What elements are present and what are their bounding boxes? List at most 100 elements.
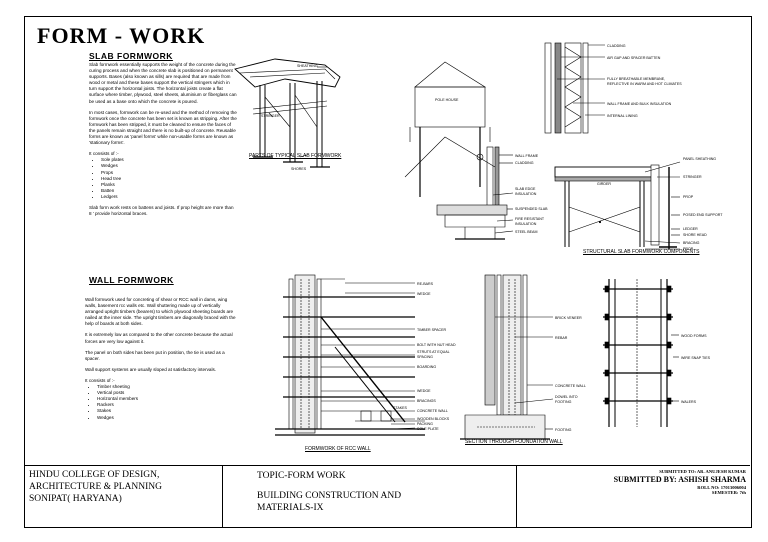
title-block: HINDU COLLEGE OF DESIGN, ARCHITECTURE & … [25,465,750,528]
label-cladding: CLADDING [607,44,626,48]
label-shore-head: SHORE HEAD [683,233,707,237]
wall-list-intro: It consists of :- [85,377,115,383]
label-struts-1: STRUTS AT EQUAL [417,350,450,354]
drawing-sheet: FORM - WORK SLAB FORMWORK Slab formwork … [24,16,752,528]
label-packing: PACKING [417,422,433,426]
label-timber-spacer: TIMBER SPACER [417,328,446,332]
list-item: Props [101,170,237,176]
topic-text: TOPIC-FORM WORK [257,471,346,481]
caption-rcc-wall: FORMWORK OF RCC WALL [305,446,371,452]
list-item: Batten [101,188,237,194]
slab-text: Slab formwork essentially supports the w… [89,62,237,222]
label-cladding-2: CLADDING [515,161,534,165]
label-girder: GIRDER [597,182,611,186]
slab-list-intro: It consists of :- [89,151,119,157]
rcc-wall-drawing [275,274,425,436]
slab-parts-drawing [234,58,341,168]
caption-foundation: SECTION THROUGH FOUNDATION WALL [465,439,563,445]
cladding-section-drawing [544,42,605,134]
label-suspended-slab: SUSPENDED SLAB [515,207,548,211]
list-item: Stakes [97,408,237,414]
slab-list: Sole plates Wedges Props Head tree Plank… [89,157,237,200]
college-line-2: ARCHITECTURE & PLANNING [29,482,162,492]
label-air-gap: AIR GAP AND SPACER BATTEN [607,56,661,60]
label-concrete-wall-2: CONCRETE WALL [555,384,586,388]
slab-para-2: In most cases, formwork can be re-used a… [89,109,237,146]
college-cell: HINDU COLLEGE OF DESIGN, ARCHITECTURE & … [25,466,223,528]
caption-slab-parts: PARTS OF TYPICAL SLAB FORMWORK [249,153,342,159]
label-struts-2: SPACING [417,355,433,359]
label-wood-forms: WOOD FORMS [681,334,707,338]
caption-structural: STRUCTURAL SLAB FORMWORK COMPONENTS [583,249,700,255]
label-shores: SHORES [291,167,307,171]
wall-para-2: It is extremely low as compared to the o… [85,332,233,344]
label-sole-plate: SOLE PLATE [417,427,439,431]
slab-edge-drawing [436,146,514,240]
label-stakes: STAKES [393,406,408,410]
label-fire-resistant-2: INSULATION [515,222,537,226]
roll-number: ROLL NO: 17013006004 [697,485,746,490]
drawings-canvas: SHEATHING STRINGER SHORES POLE HOUSE CLA [234,42,723,440]
label-stringer-2: STRINGER [683,175,702,179]
list-item: Wedges [101,163,237,169]
label-waler: WALERS [681,400,697,404]
wall-para-4: Wall support systems are usually sloped … [85,366,217,372]
submitted-by: SUBMITTED BY: ASHISH SHARMA [613,475,746,484]
label-wall-frame: WALL FRAME [515,154,539,158]
wall-text: Wall formwork used for concreting of she… [85,297,237,421]
label-dowel-2: FOOTING [555,400,572,404]
label-rebar: REBAR [555,336,568,340]
label-panel-sheathing: PANEL SHEATHING [683,157,716,161]
label-wall-frame-bulk: WALL FRAME AND BULK INSULATION [607,102,672,106]
label-membrane-1: FULLY BREATHABLE MEMBRANE, [607,77,665,81]
list-item: Wedges [97,415,237,421]
label-brick-veneer: BRICK VENEER [555,316,582,320]
label-concrete-wall: CONCRETE WALL [417,409,448,413]
wall-para-1: Wall formwork used for concreting of she… [85,297,236,327]
label-bolt: BOLT WITH NUT HEAD [417,343,456,347]
label-wedge-2: WEDGE [417,389,431,393]
list-item: Ledgers [101,194,237,200]
label-footing: FOOTING [555,428,572,432]
slab-heading: SLAB FORMWORK [89,51,173,61]
label-bracings: BRACINGS [417,399,436,403]
list-item: Horizontal members [97,396,237,402]
list-item: Rackers [97,402,237,408]
label-wire-snap: WIRE SNAP TIES [681,356,711,360]
wall-para-3: The panel on both sides has been put in … [85,349,225,361]
label-fire-resistant-1: FIRE RESISTANT [515,217,545,221]
label-slab-edge-1: SLAB EDGE [515,187,536,191]
label-dowel-1: DOWEL INTO [555,395,578,399]
structural-formwork-drawing [554,161,681,250]
label-posed-end: POSED END SUPPORT [683,213,723,217]
pole-house-drawing [404,61,496,197]
topic-cell: TOPIC-FORM WORK BUILDING CONSTRUCTION AN… [223,466,517,528]
label-wooden-blocks: WOODEN BLOCKS [417,417,450,421]
wall-heading: WALL FORMWORK [89,275,174,285]
label-bracing: BRACING [683,241,700,245]
list-item: Planks [101,182,237,188]
label-internal-lining: INTERNAL LINING [607,114,638,118]
submission-cell: SUBMITTED TO: AR. ANUJESH KUMAR SUBMITTE… [517,466,750,528]
foundation-section-drawing [460,274,554,440]
label-prop: PROP [683,195,694,199]
slab-para-3: Slab form work rests on battens and jois… [89,204,234,217]
list-item: Vertical posts [97,390,237,396]
label-rebars: RE-BARS [417,282,434,286]
subject-line-2: MATERIALS-IX [257,503,324,513]
label-ledger: LEDGER [683,227,698,231]
label-wedge: WEDGE [417,292,431,296]
label-slab-edge-2: INSULATION [515,192,537,196]
label-steel-beam: STEEL BEAM [515,230,537,234]
slab-para-1: Slab formwork essentially supports the w… [89,62,237,104]
label-prop-2: PROP [683,247,694,251]
subject-line-1: BUILDING CONSTRUCTION AND [257,491,402,501]
submitted-to: SUBMITTED TO: AR. ANUJESH KUMAR [659,469,746,474]
label-sheathing: SHEATHING [297,64,318,68]
college-line-1: HINDU COLLEGE OF DESIGN, [29,470,160,480]
label-membrane-2: REFLECTIVE IN WARM AND HOT CLIMATES [607,82,682,86]
page-title: FORM - WORK [37,23,206,48]
label-pole-house: POLE HOUSE [435,98,459,102]
college-line-3: SONIPAT( HARYANA) [29,494,122,504]
list-item: Timber sheeting [97,384,237,390]
